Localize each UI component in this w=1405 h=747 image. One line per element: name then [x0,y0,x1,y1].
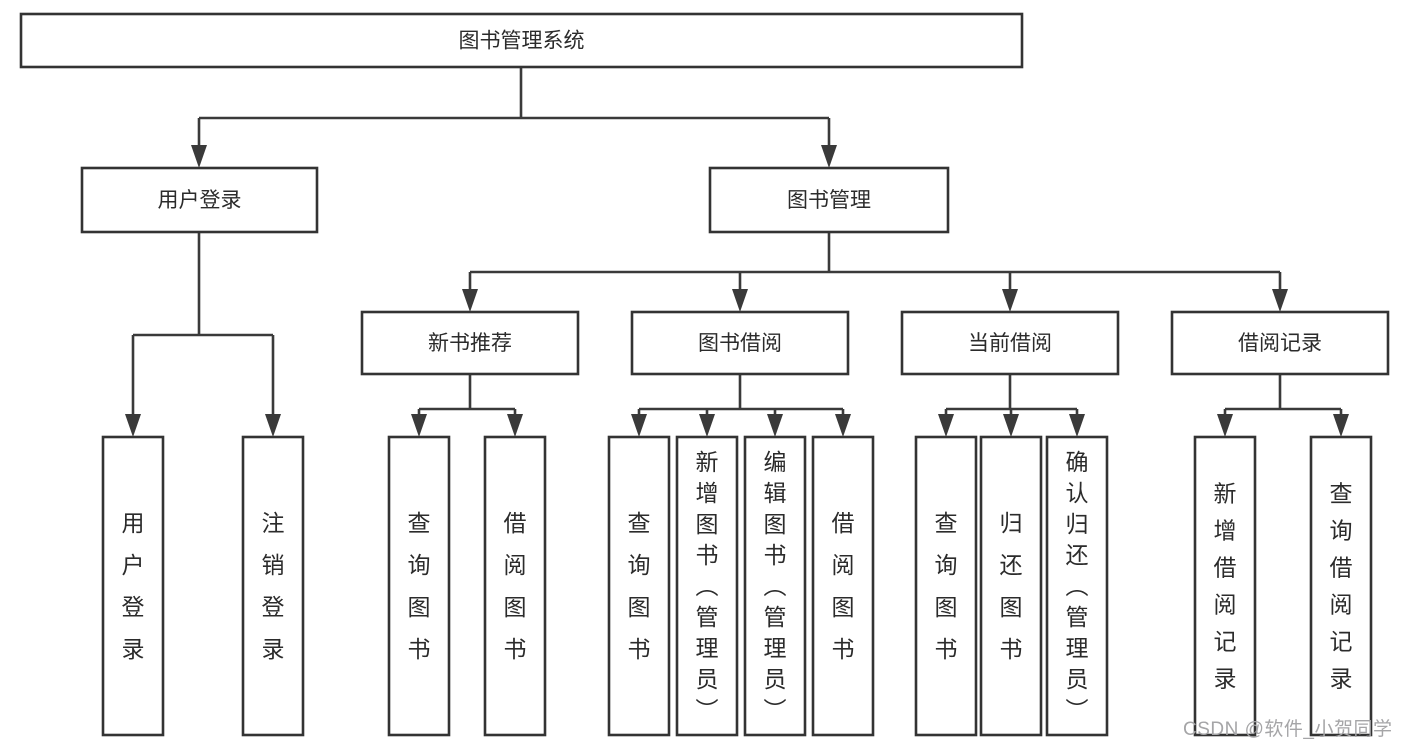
node-borrow-label: 图书借阅 [698,332,782,355]
arrow-head-icon [821,145,837,168]
node-login-user-label: 用户登录 [122,510,145,662]
node-login-out-box [241,435,305,737]
connector-lines [125,67,1349,437]
node-cur-query-box [914,435,978,737]
arrow-head-icon [462,289,478,312]
node-cur-confirm: 确认归还︵管理员︶ [1045,435,1109,737]
node-borrow-add-label: 新增图书︵管理员︶ [696,449,719,723]
node-current-box [900,310,1120,376]
node-rec: 新书推荐 [360,310,580,376]
arrow-head-icon [1217,414,1233,437]
connector-path [1223,374,1343,417]
arrow-head-icon [265,414,281,437]
node-recd-query-label: 查询借阅记录 [1330,481,1353,692]
node-recd-query-box [1309,435,1373,737]
node-borrow-box [630,310,850,376]
node-current: 当前借阅 [900,310,1120,376]
arrow-head-icon [507,414,523,437]
arrow-head-icon [1003,414,1019,437]
node-login-user-box [101,435,165,737]
node-borrow-borrow-box [811,435,875,737]
node-recd-add: 新增借阅记录 [1193,435,1257,737]
node-cur-return-box [979,435,1043,737]
node-records-label: 借阅记录 [1238,332,1322,355]
node-recd-add-label: 新增借阅记录 [1214,481,1237,692]
node-root-label: 图书管理系统 [459,30,585,53]
node-borrow-query-label: 查询图书 [628,510,651,662]
node-borrow-edit-box [743,435,807,737]
node-rec-query-label: 查询图书 [408,510,431,662]
node-borrow-add-box [675,435,739,737]
arrow-head-icon [835,414,851,437]
arrow-head-icon [631,414,647,437]
node-rec-query-box [387,435,451,737]
connector-path [131,232,275,417]
node-login: 用户登录 [80,166,319,234]
node-cur-query-label: 查询图书 [935,510,958,662]
node-cur-confirm-label: 确认归还︵管理员︶ [1066,449,1089,723]
node-cur-return-label: 归还图书 [1000,510,1023,662]
node-current-label: 当前借阅 [968,332,1052,355]
node-mgmt-label: 图书管理 [787,189,871,212]
connector-path [417,374,517,417]
arrow-head-icon [767,414,783,437]
node-borrow-add: 新增图书︵管理员︶ [675,435,739,737]
node-borrow-edit-label: 编辑图书︵管理员︶ [764,449,787,723]
node-login-user: 用户登录 [101,435,165,737]
arrow-head-icon [1333,414,1349,437]
node-borrow-borrow-label: 借阅图书 [832,510,855,662]
node-borrow-borrow: 借阅图书 [811,435,875,737]
node-boxes: 图书管理系统用户登录图书管理用户登录注销登录新书推荐图书借阅当前借阅借阅记录查询… [19,12,1390,737]
node-rec-borrow-box [483,435,547,737]
node-cur-query: 查询图书 [914,435,978,737]
node-records-box [1170,310,1390,376]
arrow-head-icon [1069,414,1085,437]
connector-path [468,232,1282,292]
arrow-head-icon [1002,289,1018,312]
node-cur-return: 归还图书 [979,435,1043,737]
node-borrow-query: 查询图书 [607,435,671,737]
node-root: 图书管理系统 [19,12,1024,69]
node-borrow-query-box [607,435,671,737]
node-login-label: 用户登录 [158,189,242,212]
node-rec-borrow: 借阅图书 [483,435,547,737]
node-recd-add-box [1193,435,1257,737]
arrow-head-icon [125,414,141,437]
arrow-head-icon [732,289,748,312]
connector-path [637,374,845,417]
arrow-head-icon [1272,289,1288,312]
node-borrow-edit: 编辑图书︵管理员︶ [743,435,807,737]
node-cur-confirm-box [1045,435,1109,737]
arrow-head-icon [191,145,207,168]
node-mgmt: 图书管理 [708,166,950,234]
node-login-out: 注销登录 [241,435,305,737]
arrow-head-icon [699,414,715,437]
node-rec-label: 新书推荐 [428,332,512,355]
node-rec-query: 查询图书 [387,435,451,737]
node-rec-box [360,310,580,376]
node-root-box [19,12,1024,69]
node-records: 借阅记录 [1170,310,1390,376]
node-rec-borrow-label: 借阅图书 [504,510,527,662]
arrow-head-icon [938,414,954,437]
node-login-box [80,166,319,234]
node-recd-query: 查询借阅记录 [1309,435,1373,737]
watermark: CSDN @软件_小贺同学 [1183,719,1393,740]
connector-path [944,374,1079,417]
connector-path [197,67,831,148]
arrow-head-icon [411,414,427,437]
node-login-out-label: 注销登录 [262,510,285,662]
node-mgmt-box [708,166,950,234]
node-borrow: 图书借阅 [630,310,850,376]
